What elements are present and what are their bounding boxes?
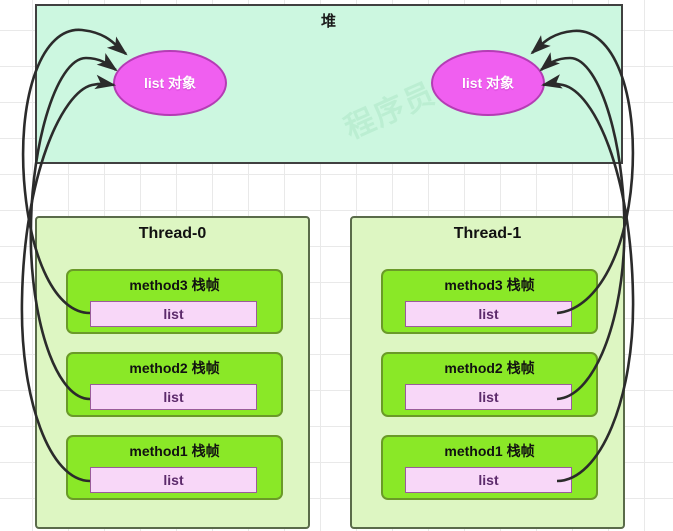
local-variable-list[interactable]: list: [405, 301, 572, 327]
thread-container-1: Thread-1 method3 栈帧 list method2 栈帧 list…: [350, 216, 625, 529]
local-variable-list[interactable]: list: [405, 467, 572, 493]
stack-frame-title: method1 栈帧: [129, 443, 220, 459]
heap-object-left[interactable]: list 对象: [113, 50, 227, 116]
stack-frame-title: method2 栈帧: [444, 360, 535, 376]
stack-frame-title: method3 栈帧: [129, 277, 220, 293]
stack-frame-method1-thread1[interactable]: method1 栈帧 list: [381, 435, 598, 500]
heap-object-left-label: list 对象: [143, 75, 197, 91]
thread-title-1: Thread-1: [453, 225, 522, 242]
stack-frame-method1-thread0[interactable]: method1 栈帧 list: [66, 435, 283, 500]
stack-frame-method3-thread1[interactable]: method3 栈帧 list: [381, 269, 598, 334]
thread-container-0: Thread-0 method3 栈帧 list method2 栈帧 list…: [35, 216, 310, 529]
thread-title-0: Thread-0: [138, 225, 207, 242]
heap-object-right[interactable]: list 对象: [431, 50, 545, 116]
stack-frame-title: method3 栈帧: [444, 277, 535, 293]
heap-title: 堆: [320, 13, 337, 30]
local-variable-list[interactable]: list: [90, 467, 257, 493]
stack-frame-title: method1 栈帧: [444, 443, 535, 459]
stack-frame-method2-thread0[interactable]: method2 栈帧 list: [66, 352, 283, 417]
local-variable-list[interactable]: list: [90, 384, 257, 410]
watermark: 程序员: [339, 76, 441, 146]
stack-frame-method3-thread0[interactable]: method3 栈帧 list: [66, 269, 283, 334]
heap-object-right-label: list 对象: [461, 75, 515, 91]
local-variable-list[interactable]: list: [90, 301, 257, 327]
stack-frame-title: method2 栈帧: [129, 360, 220, 376]
local-variable-list[interactable]: list: [405, 384, 572, 410]
stack-frame-method2-thread1[interactable]: method2 栈帧 list: [381, 352, 598, 417]
